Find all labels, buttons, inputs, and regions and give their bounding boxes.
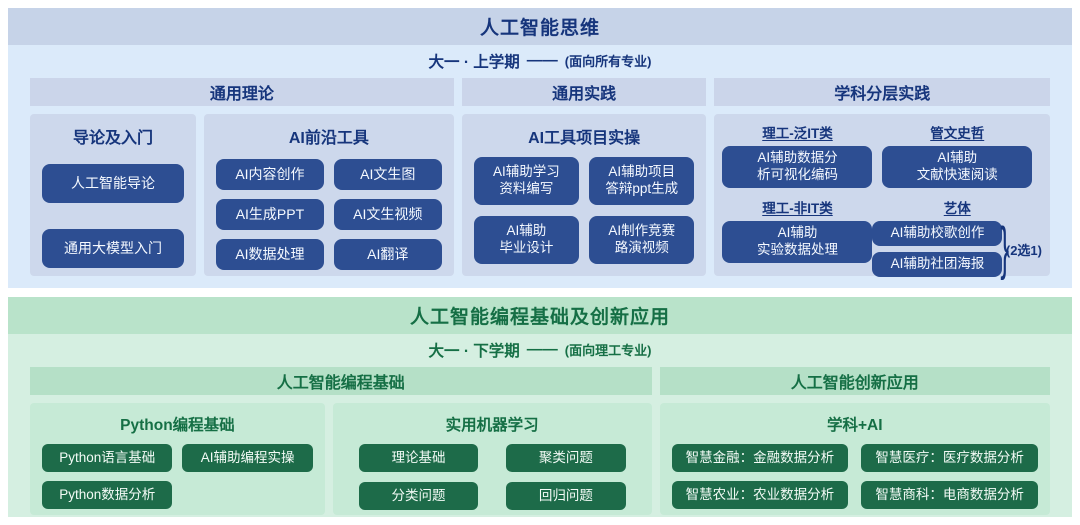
card-layered-practice: 理工-泛IT类 AI辅助数据分 析可视化编码 管文史哲 AI辅助 文献快速阅读 … <box>714 114 1050 281</box>
card-subject-ai-title: 学科+AI <box>826 417 883 434</box>
course-pill-classification: 分类问题 <box>358 482 479 510</box>
art-options-row: AI辅助校歌创作 AI辅助社团海报 } (2选1) <box>872 216 1042 281</box>
course-pill-llm-intro: 通用大模型入门 <box>42 229 184 268</box>
course-pill-python-data-analysis: Python数据分析 <box>42 481 173 509</box>
layered-practice-grid: 理工-泛IT类 AI辅助数据分 析可视化编码 管文史哲 AI辅助 文献快速阅读 … <box>722 122 1042 281</box>
course-pill-experiment-data: AI辅助 实验数据处理 <box>722 221 873 263</box>
course-pill-smart-finance: 智慧金融：金融数据分析 <box>671 444 849 472</box>
card-intro-title: 导论及入门 <box>72 130 153 147</box>
column-header-innovation-apps: 人工智能创新应用 <box>659 367 1050 395</box>
machine-learning-grid: 理论基础 聚类问题 分类问题 回归问题 <box>345 444 640 510</box>
audience-label: (面向所有专业) <box>564 54 652 69</box>
choose-one-note: (2选1) <box>1005 242 1042 258</box>
course-pill-ai-intro: 人工智能导论 <box>42 164 184 203</box>
card-python-basics: Python编程基础 Python语言基础 AI辅助编程实操 Python数据分… <box>30 403 325 515</box>
ai-thinking-subtitle: 大一 · 上学期 —— (面向所有专业) <box>8 45 1072 76</box>
card-subject-ai: 学科+AI 智慧金融：金融数据分析 智慧医疗：医疗数据分析 智慧农业：农业数据分… <box>659 403 1050 515</box>
card-machine-learning: 实用机器学习 理论基础 聚类问题 分类问题 回归问题 <box>332 403 652 515</box>
group-label-sci-non-it: 理工-非IT类 <box>762 201 833 216</box>
column-header-general-practice: 通用实践 <box>461 78 707 106</box>
course-pill-text2image: AI文生图 <box>333 159 442 190</box>
course-pill-text2video: AI文生视频 <box>333 199 442 230</box>
course-pill-club-poster: AI辅助社团海报 <box>872 252 1003 277</box>
column-header-layered-practice: 学科分层实践 <box>714 78 1050 106</box>
audience-label-bottom: (面向理工专业) <box>564 343 652 358</box>
course-pill-literature-reading: AI辅助 文献快速阅读 <box>882 146 1033 188</box>
card-intro: 导论及入门 人工智能导论 通用大模型入门 <box>30 114 196 276</box>
art-options-buttons: AI辅助校歌创作 AI辅助社团海报 <box>872 221 1003 277</box>
group-humanities: 管文史哲 AI辅助 文献快速阅读 <box>872 122 1042 188</box>
group-sci-non-it: 理工-非IT类 AI辅助 实验数据处理 <box>722 197 873 277</box>
group-sci-it: 理工-泛IT类 AI辅助数据分 析可视化编码 <box>722 122 873 188</box>
project-practice-grid: AI辅助学习 资料编写 AI辅助项目 答辩ppt生成 AI辅助 毕业设计 AI制… <box>473 157 695 264</box>
card-frontier-tools: AI前沿工具 AI内容创作 AI文生图 AI生成PPT AI文生视频 AI数据处… <box>204 114 454 276</box>
group-label-sci-it: 理工-泛IT类 <box>762 126 833 141</box>
course-pill-python-language: Python语言基础 <box>42 444 173 472</box>
course-pill-graduation-design: AI辅助 毕业设计 <box>473 216 580 264</box>
course-pill-smart-business: 智慧商科：电商数据分析 <box>861 481 1038 509</box>
course-pill-data-processing: AI数据处理 <box>216 239 324 270</box>
ai-programming-title: 人工智能编程基础及创新应用 <box>8 297 1072 334</box>
ai-programming-subtitle: 大一 · 下学期 —— (面向理工专业) <box>8 334 1072 365</box>
course-pill-clustering: 聚类问题 <box>506 444 626 472</box>
frontier-tools-grid: AI内容创作 AI文生图 AI生成PPT AI文生视频 AI数据处理 AI翻译 <box>216 159 442 270</box>
group-art-sports: 艺体 AI辅助校歌创作 AI辅助社团海报 } (2选1) <box>872 197 1042 281</box>
ai-thinking-title: 人工智能思维 <box>8 8 1072 45</box>
card-project-practice: AI工具项目实操 AI辅助学习 资料编写 AI辅助项目 答辩ppt生成 AI辅助… <box>461 114 707 276</box>
group-label-humanities: 管文史哲 <box>930 126 985 141</box>
subject-ai-grid: 智慧金融：金融数据分析 智慧医疗：医疗数据分析 智慧农业：农业数据分析 智慧商科… <box>671 444 1038 509</box>
course-pill-smart-medical: 智慧医疗：医疗数据分析 <box>861 444 1038 472</box>
dash-separator-bottom: —— <box>526 340 558 358</box>
course-pill-study-material: AI辅助学习 资料编写 <box>473 157 580 205</box>
course-pill-regression: 回归问题 <box>506 482 626 510</box>
section-ai-programming: 人工智能编程基础及创新应用 大一 · 下学期 —— (面向理工专业) 人工智能编… <box>8 297 1072 517</box>
column-header-general-theory: 通用理论 <box>30 78 454 106</box>
card-python-basics-title: Python编程基础 <box>120 417 235 434</box>
ai-programming-grid: 人工智能编程基础 人工智能创新应用 Python编程基础 Python语言基础 … <box>8 367 1072 515</box>
course-pill-content-creation: AI内容创作 <box>216 159 324 190</box>
card-machine-learning-title: 实用机器学习 <box>445 417 539 434</box>
course-pill-roadshow-video: AI制作竞赛 路演视频 <box>589 216 695 264</box>
ai-thinking-grid: 通用理论 通用实践 学科分层实践 导论及入门 人工智能导论 通用大模型入门 AI… <box>8 78 1072 281</box>
group-label-art-sports: 艺体 <box>943 201 971 216</box>
course-pill-defense-ppt: AI辅助项目 答辩ppt生成 <box>589 157 695 205</box>
course-pill-smart-agriculture: 智慧农业：农业数据分析 <box>671 481 849 509</box>
course-pill-gen-ppt: AI生成PPT <box>216 199 324 230</box>
card-frontier-tools-title: AI前沿工具 <box>288 130 369 147</box>
dash-separator: —— <box>526 51 558 69</box>
python-basics-grid: Python语言基础 AI辅助编程实操 Python数据分析 <box>42 444 313 509</box>
semester-label: 大一 · 上学期 <box>428 53 520 71</box>
semester-label-bottom: 大一 · 下学期 <box>428 342 520 360</box>
course-pill-ai-coding-practice: AI辅助编程实操 <box>182 444 313 472</box>
brace-glyph: } <box>1000 216 1010 281</box>
course-pill-theory-basics: 理论基础 <box>358 444 479 472</box>
course-pill-school-song: AI辅助校歌创作 <box>872 221 1003 246</box>
course-pill-translation: AI翻译 <box>333 239 442 270</box>
section-ai-thinking: 人工智能思维 大一 · 上学期 —— (面向所有专业) 通用理论 通用实践 学科… <box>8 8 1072 288</box>
course-pill-dataviz-coding: AI辅助数据分 析可视化编码 <box>722 146 873 188</box>
card-project-practice-title: AI工具项目实操 <box>528 130 641 147</box>
column-header-programming-basics: 人工智能编程基础 <box>30 367 652 395</box>
